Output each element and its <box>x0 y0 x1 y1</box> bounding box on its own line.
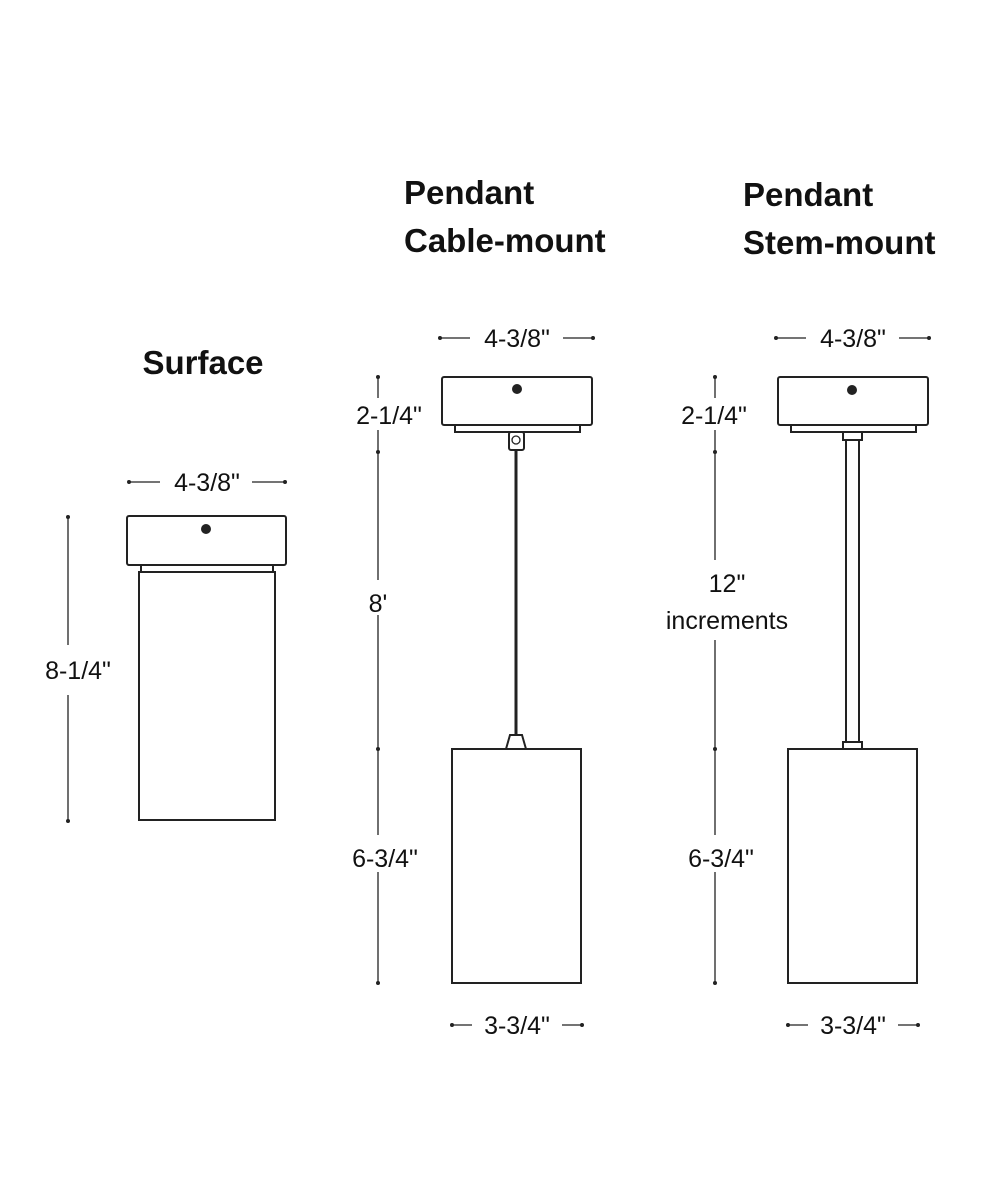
cable-body-width-label: 3-3/4" <box>484 1012 550 1040</box>
screw-icon <box>201 524 211 534</box>
screw-icon <box>847 385 857 395</box>
canopy-lip <box>454 424 581 433</box>
cable-mount-fixture: Pendant Cable-mount 4-3/8" 2-1/4" 8' 6-3… <box>352 174 606 1040</box>
cable-gripper <box>508 431 525 451</box>
surface-height-dimension: 8-1/4" <box>45 515 111 823</box>
cable-title-line1: Pendant <box>404 174 534 211</box>
stem-increments-label: increments <box>666 607 788 635</box>
screw-icon <box>512 384 522 394</box>
cable-canopy-height-label: 2-1/4" <box>356 402 422 430</box>
cylinder-body <box>787 748 918 984</box>
canopy-lip <box>790 424 917 433</box>
stem-rod <box>845 439 860 743</box>
stem-vertical-dimension: 2-1/4" 12" increments 6-3/4" <box>666 375 788 985</box>
surface-width-label: 4-3/8" <box>174 469 240 497</box>
cylinder-body <box>451 748 582 984</box>
canopy-lip <box>140 564 274 573</box>
cable-canopy-width-dimension: 4-3/8" <box>438 325 595 353</box>
cable-vertical-dimension: 2-1/4" 8' 6-3/4" <box>352 375 422 985</box>
stem-coupler-bottom <box>842 741 863 750</box>
stem-mount-fixture: Pendant Stem-mount 4-3/8" 2-1/4" 12" inc… <box>666 176 936 1040</box>
stem-length-label: 12" <box>709 570 746 598</box>
cable-body-height-label: 6-3/4" <box>352 845 418 873</box>
cylinder-body <box>138 571 276 821</box>
stem-body-width-label: 3-3/4" <box>820 1012 886 1040</box>
cable-strain-relief <box>504 734 528 750</box>
cable-canopy-width-label: 4-3/8" <box>484 325 550 353</box>
cable-title-line2: Cable-mount <box>404 222 606 259</box>
stem-title-line1: Pendant <box>743 176 873 213</box>
stem-canopy-width-label: 4-3/8" <box>820 325 886 353</box>
canopy <box>126 515 287 566</box>
surface-title: Surface <box>142 344 263 381</box>
surface-fixture: Surface 4-3/8" 8-1/4" <box>45 344 287 823</box>
surface-width-dimension: 4-3/8" <box>127 469 287 497</box>
stem-coupler-top <box>842 431 863 441</box>
cable-body-width-dimension: 3-3/4" <box>450 1012 584 1040</box>
stem-canopy-height-label: 2-1/4" <box>681 402 747 430</box>
canopy <box>777 376 929 426</box>
stem-canopy-width-dimension: 4-3/8" <box>774 325 931 353</box>
stem-body-width-dimension: 3-3/4" <box>786 1012 920 1040</box>
cable-length-label: 8' <box>369 590 388 618</box>
stem-title-line2: Stem-mount <box>743 224 936 261</box>
stem-body-height-label: 6-3/4" <box>688 845 754 873</box>
surface-height-label: 8-1/4" <box>45 657 111 685</box>
